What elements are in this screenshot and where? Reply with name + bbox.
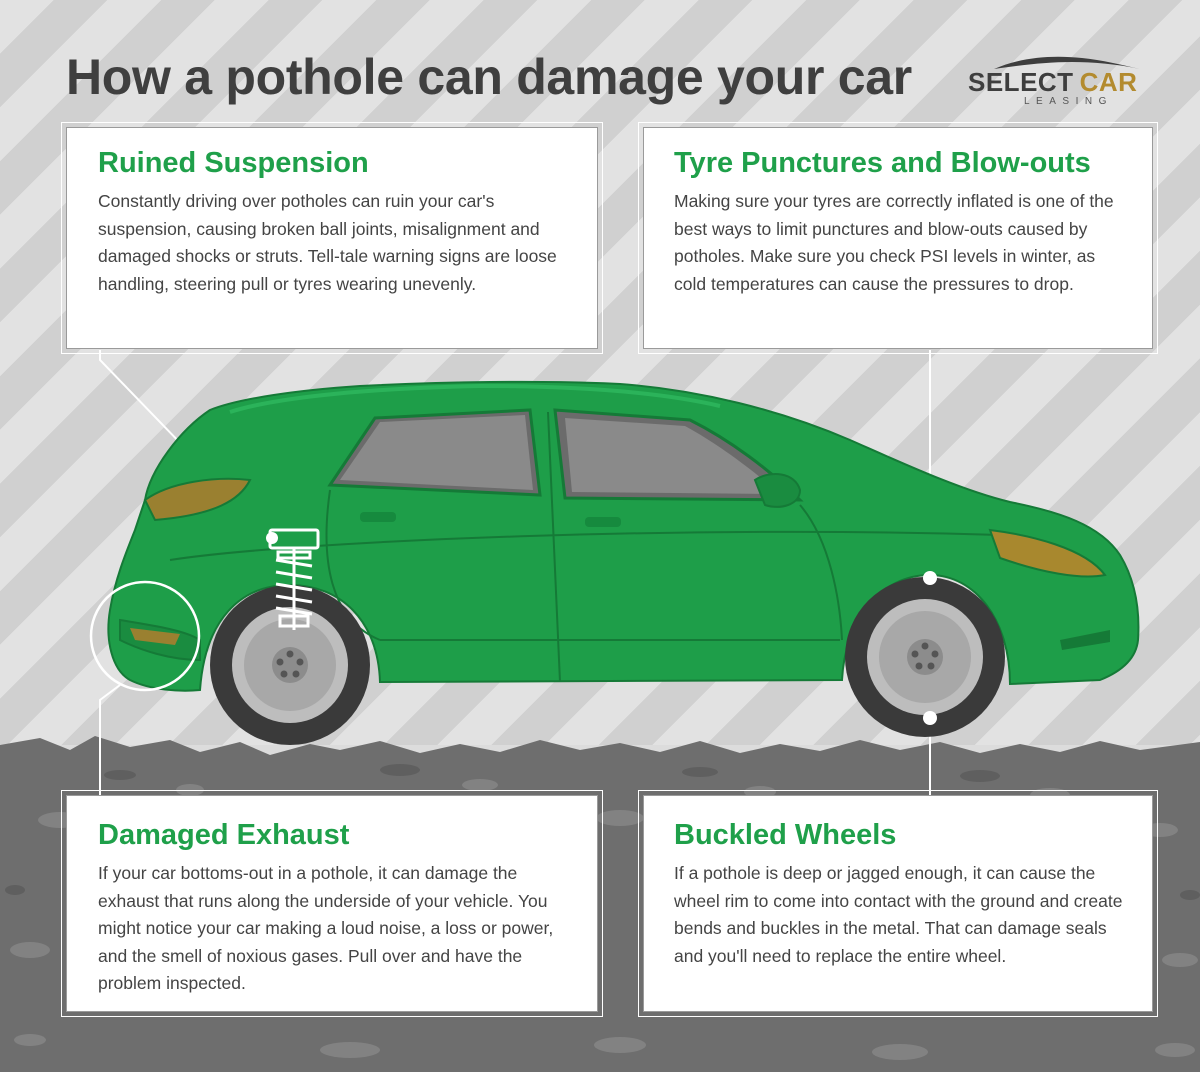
logo-word-car: CAR: [1079, 67, 1138, 97]
card-title-tyres: Tyre Punctures and Blow-outs: [674, 147, 1091, 179]
card-tyre-punctures: Tyre Punctures and Blow-outs Making sure…: [638, 122, 1158, 354]
card-body-tyres: Making sure your tyres are correctly inf…: [674, 191, 1114, 294]
card-title-exhaust: Damaged Exhaust: [98, 819, 350, 851]
page-title: How a pothole can damage your car: [66, 49, 912, 105]
card-body-exhaust: If your car bottoms-out in a pothole, it…: [98, 863, 554, 993]
card-title-wheels: Buckled Wheels: [674, 819, 897, 851]
logo-word-leasing: LEASING: [1024, 96, 1113, 107]
card-damaged-exhaust: Damaged Exhaust If your car bottoms-out …: [61, 790, 603, 1017]
logo-car-swoosh-icon: [994, 56, 1140, 69]
card-title-suspension: Ruined Suspension: [98, 147, 369, 179]
card-ruined-suspension: Ruined Suspension Constantly driving ove…: [61, 122, 603, 354]
logo-word-select: SELECT: [968, 67, 1074, 97]
card-body-wheels: If a pothole is deep or jagged enough, i…: [674, 863, 1123, 966]
card-buckled-wheels: Buckled Wheels If a pothole is deep or j…: [638, 790, 1158, 1017]
card-body-suspension: Constantly driving over potholes can rui…: [98, 191, 557, 294]
striped-background: [0, 0, 1200, 745]
